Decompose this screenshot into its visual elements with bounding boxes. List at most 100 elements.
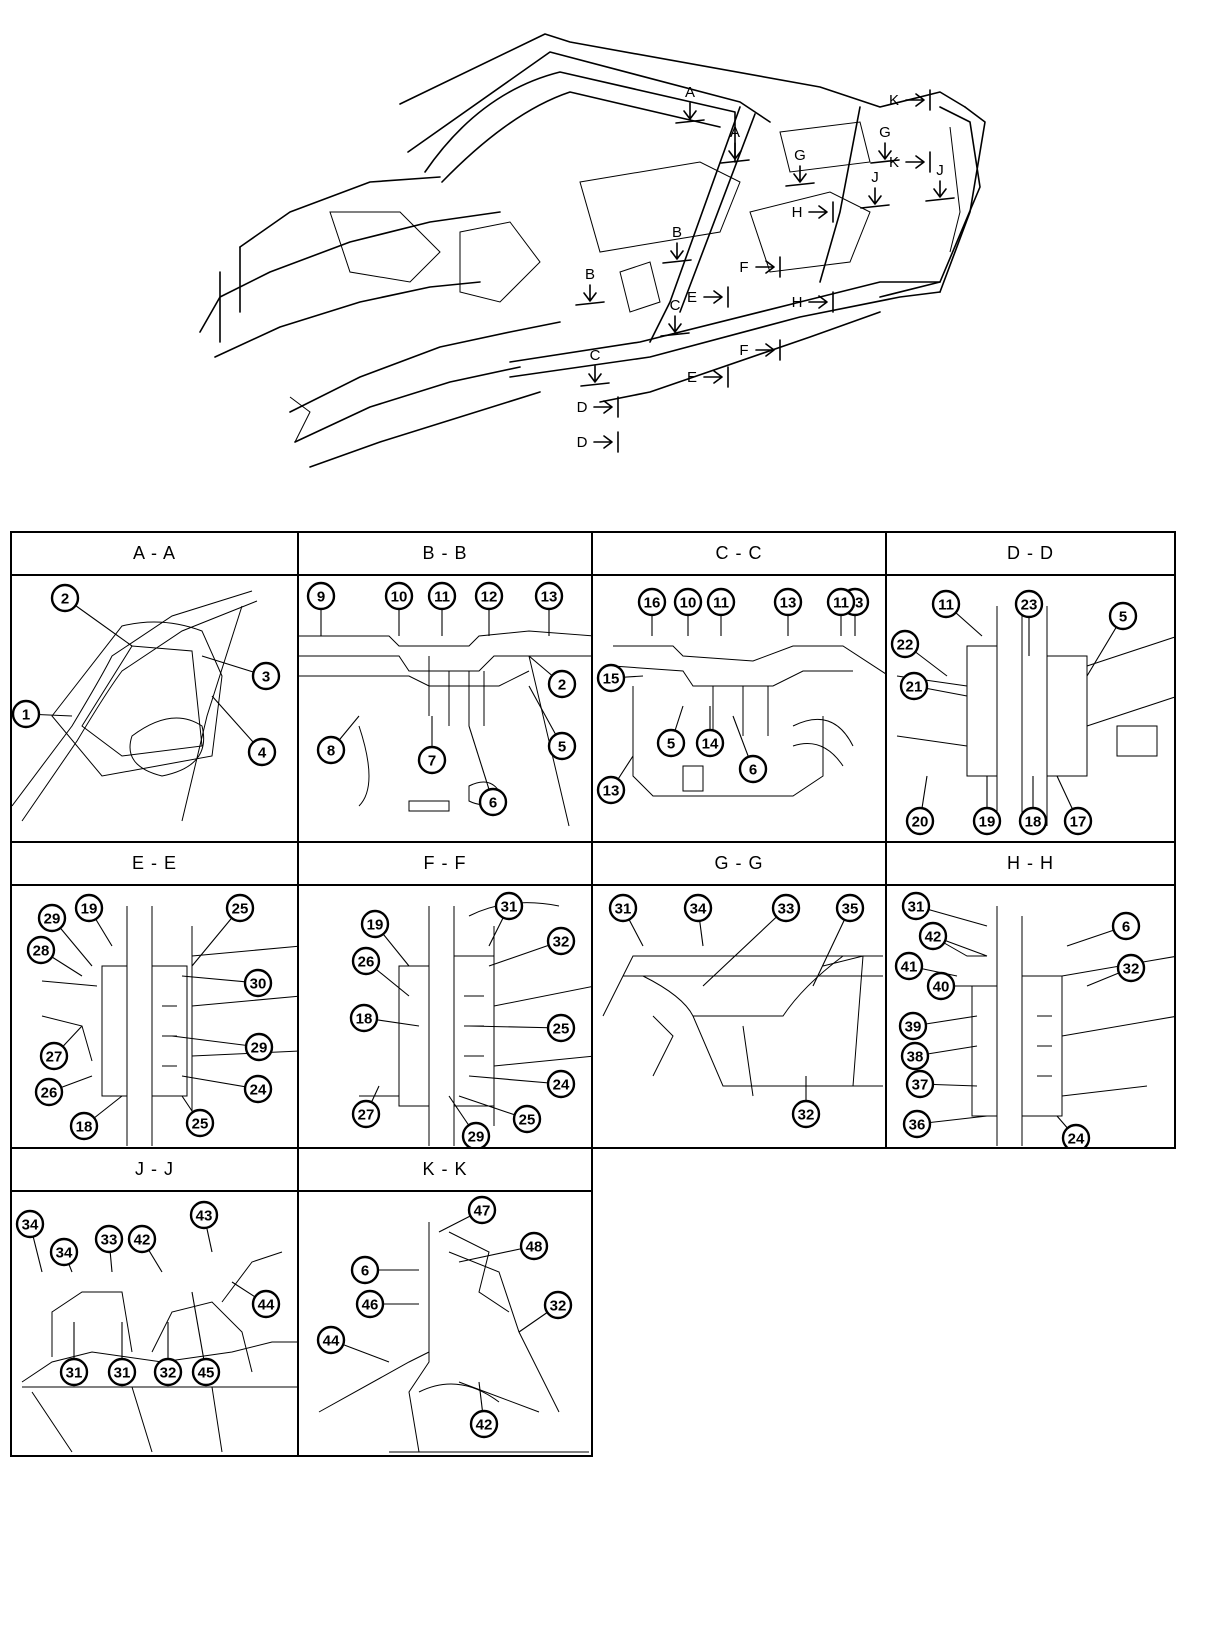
callout-number: 42	[134, 1232, 151, 1249]
section-marker-d: D	[577, 431, 619, 453]
callout-32: 32	[1086, 953, 1146, 987]
callout-27: 27	[39, 1025, 83, 1071]
callout-42: 42	[127, 1224, 163, 1273]
callout-19: 19	[360, 909, 410, 967]
body-shell-outline	[199, 33, 986, 468]
callout-20: 20	[905, 775, 935, 836]
callout-number: 6	[489, 795, 497, 812]
callout-25: 25	[468, 1013, 576, 1043]
section-view-c-c: C - C16101113131115514613	[591, 531, 887, 843]
callout-32: 32	[518, 1290, 573, 1333]
callout-6: 6	[350, 1255, 419, 1285]
section-line-art	[931, 906, 1174, 1146]
callout-number: 13	[780, 595, 797, 612]
callout-5: 5	[528, 685, 577, 761]
callout-4: 4	[211, 695, 277, 767]
callout-number: 38	[907, 1049, 924, 1066]
callout-number: 18	[1025, 814, 1042, 831]
callout-number: 31	[501, 899, 518, 916]
callout-26: 26	[34, 1075, 93, 1107]
callout-number: 10	[391, 589, 408, 606]
callout-38: 38	[900, 1041, 978, 1071]
callout-46: 46	[355, 1289, 419, 1319]
section-line-art	[612, 645, 885, 797]
callout-35: 35	[812, 893, 865, 987]
callout-number: 9	[317, 589, 325, 606]
callout-number: 29	[44, 911, 61, 928]
callout-17: 17	[1056, 775, 1093, 836]
section-marker-d: D	[577, 396, 619, 418]
section-title: H - H	[887, 843, 1174, 886]
svg-text:D: D	[577, 399, 588, 416]
callout-number: 11	[833, 595, 849, 612]
section-marker-a: A	[720, 124, 750, 164]
section-title: C - C	[593, 533, 885, 576]
callout-23: 23	[1014, 589, 1044, 656]
svg-text:A: A	[730, 124, 740, 141]
callout-number: 22	[897, 637, 914, 654]
callout-number: 29	[468, 1129, 485, 1146]
callout-24: 24	[181, 1074, 273, 1104]
callout-number: 44	[258, 1297, 275, 1314]
section-line-art	[299, 630, 591, 827]
section-marker-k: K	[889, 89, 931, 111]
callout-42: 42	[469, 1381, 499, 1439]
callout-number: 33	[101, 1232, 118, 1249]
section-marker-b: B	[662, 224, 692, 264]
svg-text:J: J	[871, 169, 879, 186]
callout-24: 24	[1056, 1115, 1091, 1148]
section-line-art	[21, 1251, 297, 1453]
callout-number: 8	[327, 743, 335, 760]
callout-number: 4	[258, 745, 267, 762]
section-title: E - E	[12, 843, 297, 886]
callout-32: 32	[153, 1322, 183, 1387]
callout-number: 43	[196, 1208, 213, 1225]
section-line-art	[41, 906, 297, 1146]
callout-number: 24	[1068, 1131, 1085, 1148]
callout-19: 19	[972, 776, 1002, 836]
callout-24: 24	[468, 1069, 576, 1099]
callout-number: 18	[76, 1119, 93, 1136]
callout-19: 19	[74, 893, 113, 947]
section-title: G - G	[593, 843, 885, 886]
callout-36: 36	[902, 1109, 988, 1139]
callout-3: 3	[201, 655, 281, 691]
callout-34: 34	[49, 1237, 79, 1273]
callout-number: 5	[1119, 609, 1127, 626]
section-marker-c: C	[660, 297, 690, 337]
callout-18: 18	[349, 1003, 420, 1033]
callout-21: 21	[899, 671, 968, 701]
callout-number: 19	[81, 901, 98, 918]
callout-32: 32	[791, 1076, 821, 1129]
callout-10: 10	[384, 581, 414, 636]
callout-25: 25	[191, 893, 255, 967]
callout-29: 29	[171, 1032, 274, 1062]
callout-number: 1	[22, 707, 30, 724]
svg-text:J: J	[936, 162, 944, 179]
callout-number: 31	[66, 1365, 83, 1382]
callout-number: 25	[192, 1116, 209, 1133]
callout-number: 3	[262, 669, 270, 686]
callout-41: 41	[894, 951, 958, 981]
section-title: B - B	[299, 533, 591, 576]
callout-number: 23	[1021, 597, 1038, 614]
callout-31: 31	[59, 1322, 89, 1387]
section-marker-j: J	[925, 162, 955, 202]
svg-text:E: E	[687, 289, 697, 306]
callout-number: 15	[603, 671, 620, 688]
callout-34: 34	[683, 893, 713, 947]
section-marker-g: G	[785, 147, 815, 187]
callout-31: 31	[608, 893, 644, 947]
section-marker-a: A	[675, 84, 705, 124]
callout-number: 18	[356, 1011, 373, 1028]
callout-number: 34	[56, 1245, 73, 1262]
